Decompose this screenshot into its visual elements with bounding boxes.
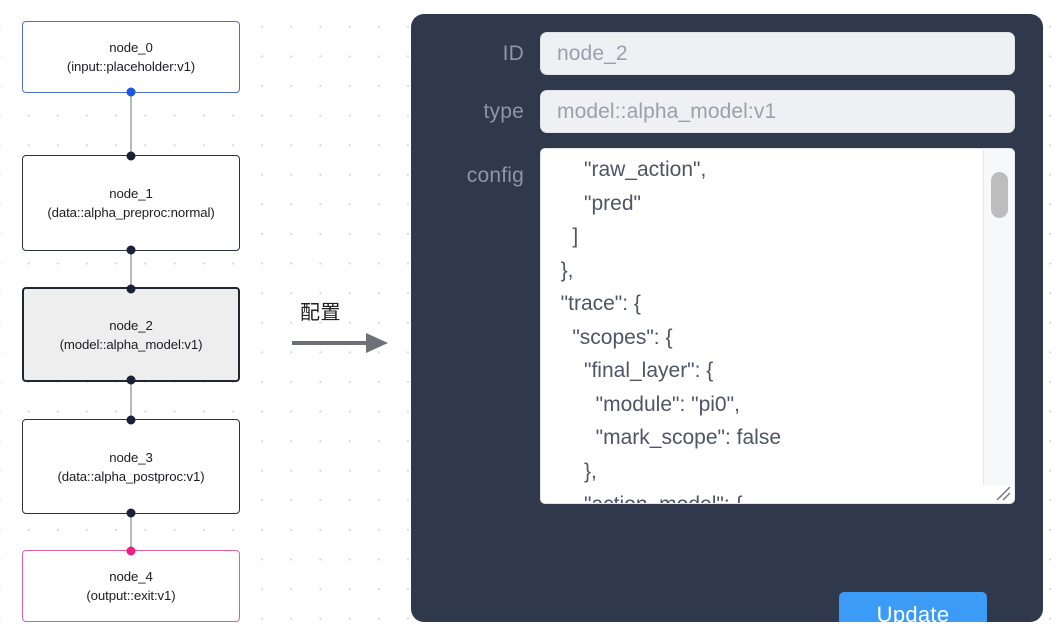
- field-row-type: type model::alpha_model:v1: [425, 90, 1029, 133]
- node-handle-target[interactable]: [126, 415, 136, 425]
- graph-node-node_4[interactable]: node_4 (output::exit:v1): [22, 546, 240, 622]
- transition-annotation: 配置: [292, 296, 400, 358]
- config-textarea-wrapper: "raw_action", "pred" ] }, "trace": { "sc…: [540, 148, 1015, 504]
- graph-node-node_3[interactable]: node_3 (data::alpha_postproc:v1): [22, 415, 240, 518]
- graph-node-node_1[interactable]: node_1 (data::alpha_preproc:normal): [22, 151, 240, 255]
- type-field-label: type: [483, 99, 524, 123]
- graph-node-label: node_0 (input::placeholder:v1): [66, 40, 196, 74]
- node-handle-source[interactable]: [126, 508, 136, 518]
- type-input[interactable]: model::alpha_model:v1: [540, 90, 1015, 133]
- config-scrollbar-thumb[interactable]: [991, 172, 1008, 218]
- graph-node-label: node_1 (data::alpha_preproc:normal): [47, 186, 215, 220]
- resize-grip-icon[interactable]: [993, 483, 1012, 502]
- node-handle-target[interactable]: [126, 151, 136, 161]
- transition-label: 配置: [300, 300, 341, 324]
- graph-node-node_0[interactable]: node_0 (input::placeholder:v1): [22, 21, 240, 97]
- node-handle-source[interactable]: [126, 245, 136, 255]
- config-scrollbar[interactable]: [983, 150, 1013, 485]
- id-input[interactable]: node_2: [540, 32, 1015, 75]
- config-textarea[interactable]: "raw_action", "pred" ] }, "trace": { "sc…: [560, 158, 781, 503]
- arrow-right-icon: [292, 333, 388, 353]
- node-handle-source[interactable]: [126, 87, 136, 97]
- field-row-id: ID node_2: [425, 32, 1029, 75]
- node-config-panel: ID node_2 type model::alpha_model:v1 con…: [411, 14, 1043, 622]
- config-field-label: config: [466, 164, 524, 187]
- node-handle-target[interactable]: [126, 284, 136, 294]
- field-row-config: config "raw_action", "pred" ] }, "trace"…: [425, 148, 1029, 504]
- graph-node-label: node_4 (output::exit:v1): [86, 569, 176, 603]
- node-handle-source[interactable]: [126, 375, 136, 385]
- graph-node-node_2[interactable]: node_2 (model::alpha_model:v1): [22, 284, 240, 385]
- graph-node-label: node_3 (data::alpha_postproc:v1): [57, 449, 205, 484]
- graph-node-label: node_2 (model::alpha_model:v1): [59, 317, 203, 352]
- update-button[interactable]: Update: [839, 592, 987, 622]
- node-handle-target[interactable]: [126, 546, 136, 556]
- id-field-label: ID: [502, 41, 524, 65]
